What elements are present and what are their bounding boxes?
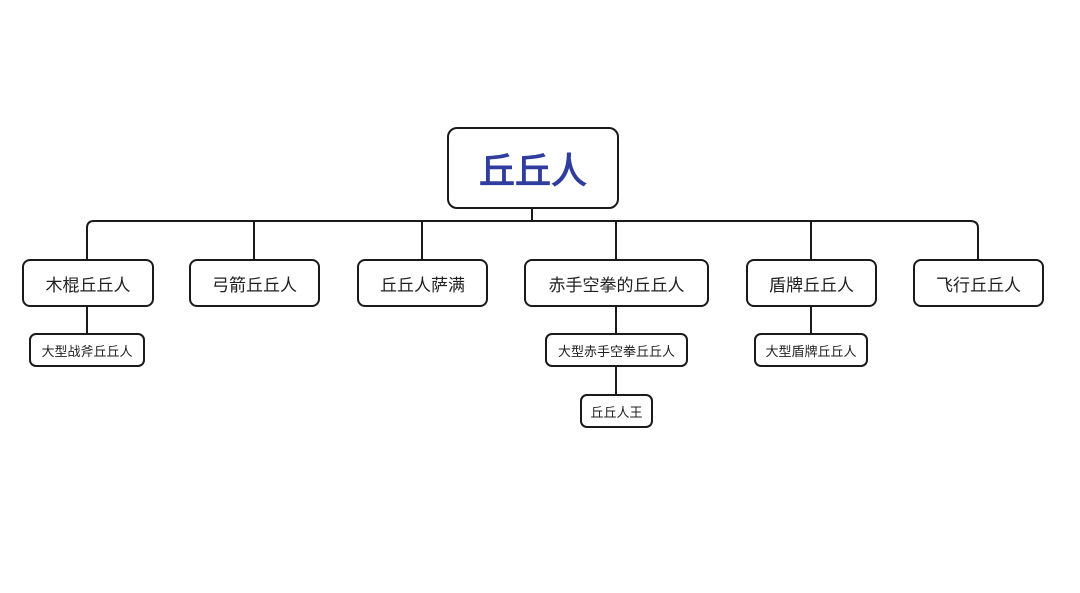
- branch-node-shaman: 丘丘人萨满: [357, 259, 488, 307]
- child-node-battle-axe: 大型战斧丘丘人: [29, 333, 145, 367]
- child-node-large-shield: 大型盾牌丘丘人: [754, 333, 868, 367]
- connector-to-branch-1: [86, 220, 95, 261]
- connector-to-branch-6: [969, 220, 979, 261]
- grandchild-node-king: 丘丘人王: [580, 394, 653, 428]
- child-node-large-unarmed: 大型赤手空拳丘丘人: [545, 333, 688, 367]
- root-node: 丘丘人: [447, 127, 619, 209]
- branch-node-unarmed: 赤手空拳的丘丘人: [524, 259, 709, 307]
- branch-node-wooden-stick: 木棍丘丘人: [22, 259, 154, 307]
- branch-node-flying: 飞行丘丘人: [913, 259, 1044, 307]
- branch-node-shield: 盾牌丘丘人: [746, 259, 877, 307]
- branch-node-archer: 弓箭丘丘人: [189, 259, 320, 307]
